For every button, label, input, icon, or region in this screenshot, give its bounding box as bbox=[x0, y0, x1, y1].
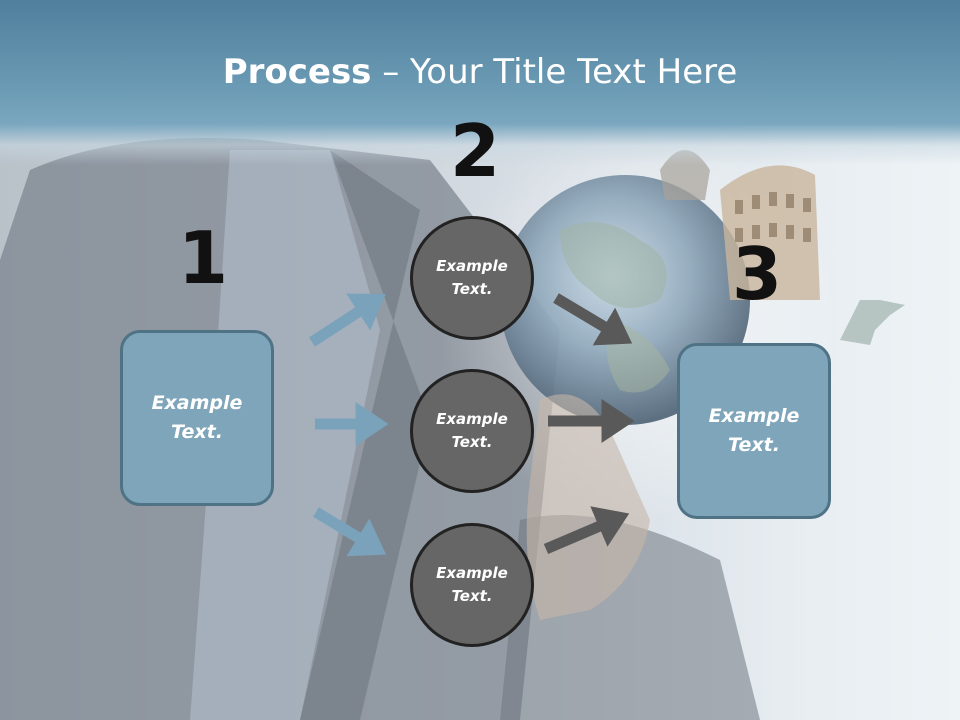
step-2-circle-top: Example Text. bbox=[410, 216, 534, 340]
arrow-out-top bbox=[553, 293, 633, 346]
slide-title: Process – Your Title Text Here bbox=[0, 52, 960, 92]
shirt-shape bbox=[190, 150, 380, 720]
arrow-out-bottom bbox=[543, 506, 630, 555]
step-3-box: Example Text. bbox=[677, 343, 831, 519]
arrow-in-top bbox=[309, 293, 386, 347]
hand-shape bbox=[526, 394, 650, 620]
title-rest: – Your Title Text Here bbox=[371, 52, 738, 92]
step-1-text: Example Text. bbox=[151, 392, 243, 443]
statue-shape bbox=[840, 300, 905, 345]
step-3-number: 3 bbox=[732, 232, 783, 316]
arrow-in-bottom bbox=[313, 507, 387, 557]
title-band bbox=[0, 0, 960, 165]
step-2-number: 2 bbox=[450, 109, 501, 193]
step-2-text-bottom: Example Text. bbox=[436, 564, 508, 605]
step-1-number: 1 bbox=[178, 216, 229, 300]
step-2-text-middle: Example Text. bbox=[436, 410, 508, 451]
step-2-circle-bottom: Example Text. bbox=[410, 523, 534, 647]
step-2-circle-middle: Example Text. bbox=[410, 369, 534, 493]
step-2-text-top: Example Text. bbox=[436, 257, 508, 298]
step-1-box: Example Text. bbox=[120, 330, 274, 506]
title-bold: Process bbox=[222, 52, 372, 92]
lapel-shape bbox=[300, 150, 430, 720]
step-3-text: Example Text. bbox=[708, 405, 800, 456]
